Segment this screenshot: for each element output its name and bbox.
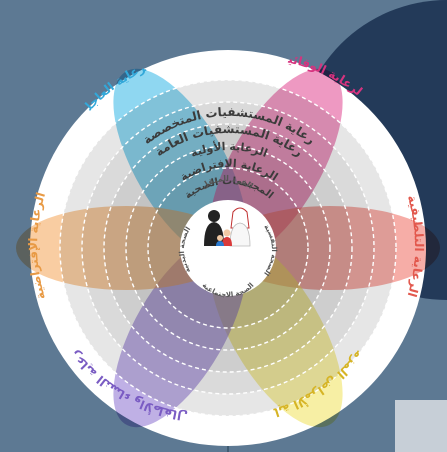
svg-text:الرعاية الأولية: الرعاية الأولية [189,139,269,160]
decorative-corner-square [395,400,447,452]
petal-label-palliative-care: الرعاية التلطيفية [405,193,426,298]
petal-orange [16,206,236,290]
ring-label-primary-care: الرعاية الأولية [189,139,269,160]
family-icon [204,207,251,247]
center-circle [180,200,276,296]
svg-text:الرعاية التلطيفية: الرعاية التلطيفية [405,193,426,298]
